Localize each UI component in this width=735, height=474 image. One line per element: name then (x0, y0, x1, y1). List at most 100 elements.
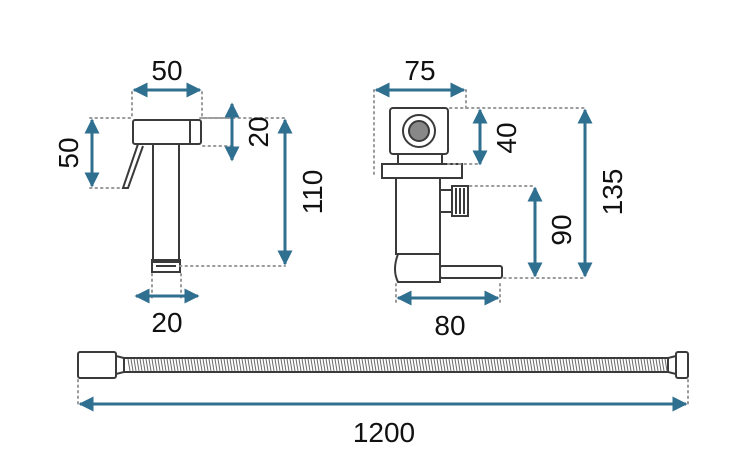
hose-rib (439, 358, 443, 372)
hose-drawing: 1200 (77, 351, 689, 448)
hose-rib (310, 358, 314, 372)
hose-rib (427, 358, 431, 372)
hose-rib (508, 358, 512, 372)
hose-rib (478, 358, 482, 372)
hose-rib (619, 358, 623, 372)
hose-rib (466, 358, 470, 372)
sprayer-head-width-label: 50 (151, 55, 182, 86)
valve-total-height-label: 135 (597, 169, 628, 216)
hose-rib (394, 358, 398, 372)
hose-rib (295, 358, 299, 372)
hose-rib (223, 358, 227, 372)
hose-rib (538, 358, 542, 372)
hose-rib (250, 358, 254, 372)
hose-rib (577, 358, 581, 372)
hose-rib (568, 358, 572, 372)
hose-rib (391, 358, 395, 372)
hose-rib (412, 358, 416, 372)
hose-rib (196, 358, 200, 372)
hose-rib (148, 358, 152, 372)
hose-rib (217, 358, 221, 372)
hose-rib (565, 358, 569, 372)
hose-rib (631, 358, 635, 372)
hose-rib (193, 358, 197, 372)
hose-rib (187, 358, 191, 372)
hose-rib (277, 358, 281, 372)
hose-rib (220, 358, 224, 372)
hose-rib (241, 358, 245, 372)
hose-rib (511, 358, 515, 372)
hose-rib (616, 358, 620, 372)
hose-rib (133, 358, 137, 372)
hose-rib (433, 358, 437, 372)
hose-rib (505, 358, 509, 372)
sprayer-handle-height-label: 50 (53, 137, 84, 168)
hose-rib (562, 358, 566, 372)
sprayer-head-height-label: 20 (243, 116, 274, 147)
hose-rib (283, 358, 287, 372)
hose-rib (184, 358, 188, 372)
hose-rib (130, 358, 134, 372)
hose-rib (442, 358, 446, 372)
hose-rib (589, 358, 593, 372)
hose-rib (451, 358, 455, 372)
hose-rib (274, 358, 278, 372)
hose-rib (304, 358, 308, 372)
hose-rib (235, 358, 239, 372)
hose-rib (352, 358, 356, 372)
hose-rib (640, 358, 644, 372)
hose-rib (169, 358, 173, 372)
hose-rib (157, 358, 161, 372)
hose-rib (487, 358, 491, 372)
hose-rib (307, 358, 311, 372)
hose-rib (586, 358, 590, 372)
hose-rib (367, 358, 371, 372)
hose-rib (289, 358, 293, 372)
hose-rib (490, 358, 494, 372)
hose-rib (526, 358, 530, 372)
hose-rib (154, 358, 158, 372)
hose-rib (448, 358, 452, 372)
valve-outline (381, 107, 503, 283)
hose-rib (334, 358, 338, 372)
hose-rib (406, 358, 410, 372)
hose-rib (226, 358, 230, 372)
hose-rib (280, 358, 284, 372)
hose-ribs (127, 358, 668, 372)
hose-rib (247, 358, 251, 372)
hose-rib (370, 358, 374, 372)
hose-rib (484, 358, 488, 372)
hose-rib (454, 358, 458, 372)
hose-rib (469, 358, 473, 372)
hose-rib (643, 358, 647, 372)
hose-rib (127, 358, 131, 372)
hose-rib (481, 358, 485, 372)
hose-rib (424, 358, 428, 372)
hose-rib (253, 358, 257, 372)
hose-rib (463, 358, 467, 372)
hose-rib (550, 358, 554, 372)
hose-rib (460, 358, 464, 372)
hose-rib (256, 358, 260, 372)
hose-rib (364, 358, 368, 372)
hose-rib (181, 358, 185, 372)
hose-rib (136, 358, 140, 372)
hose-rib (580, 358, 584, 372)
hose-rib (583, 358, 587, 372)
hose-rib (382, 358, 386, 372)
hose-rib (208, 358, 212, 372)
hose-rib (457, 358, 461, 372)
hose-rib (349, 358, 353, 372)
hose-rib (637, 358, 641, 372)
hose-rib (634, 358, 638, 372)
sprayer-total-height-label: 110 (297, 170, 328, 215)
hose-rib (595, 358, 599, 372)
valve-drawing: 75 40 90 135 80 (373, 55, 628, 341)
hose-rib (592, 358, 596, 372)
sprayer-drawing: 50 20 50 110 20 (53, 55, 328, 338)
hose-rib (373, 358, 377, 372)
hose-rib (529, 358, 533, 372)
hose-rib (397, 358, 401, 372)
hose-rib (142, 358, 146, 372)
hose-rib (292, 358, 296, 372)
